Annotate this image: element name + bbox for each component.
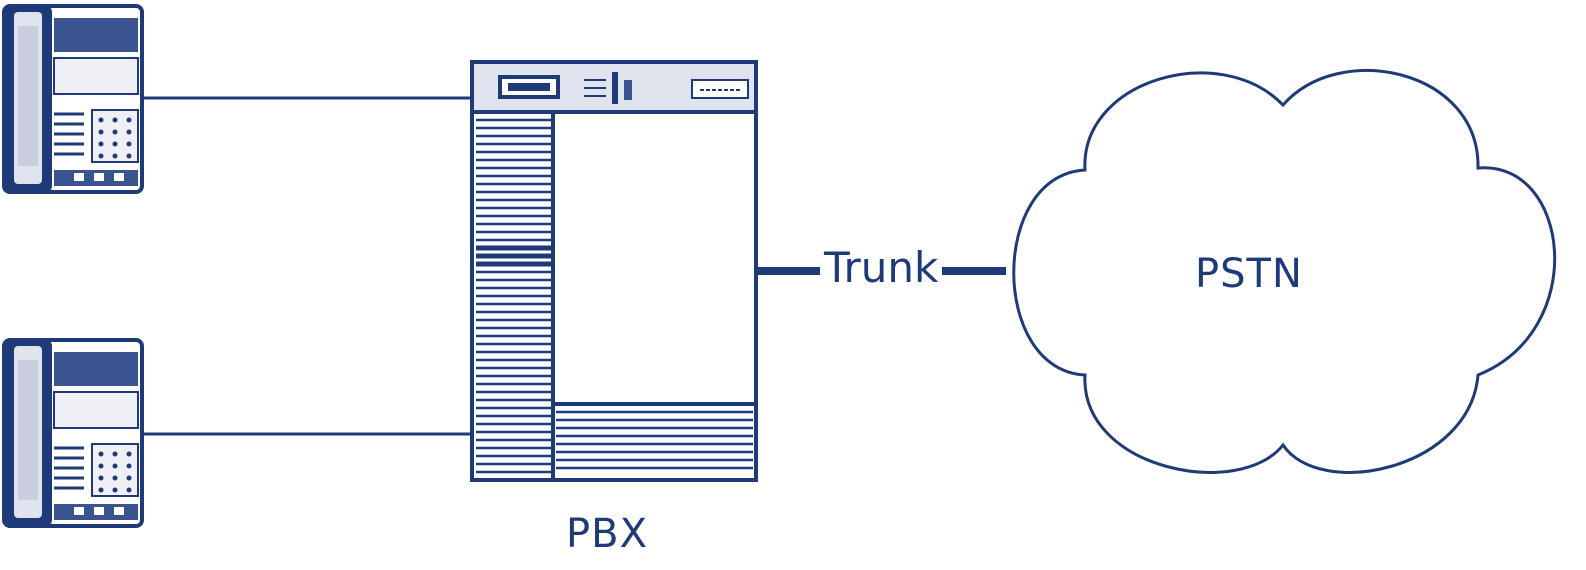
pbx-server-icon[interactable] [470, 60, 758, 482]
telephone-icon[interactable] [2, 4, 144, 194]
pstn-label: PSTN [1195, 251, 1303, 297]
telephone-icon[interactable] [2, 338, 144, 528]
trunk-label: Trunk [820, 247, 943, 289]
cloud-icon[interactable] [1012, 68, 1556, 474]
pbx-label: PBX [566, 511, 648, 557]
